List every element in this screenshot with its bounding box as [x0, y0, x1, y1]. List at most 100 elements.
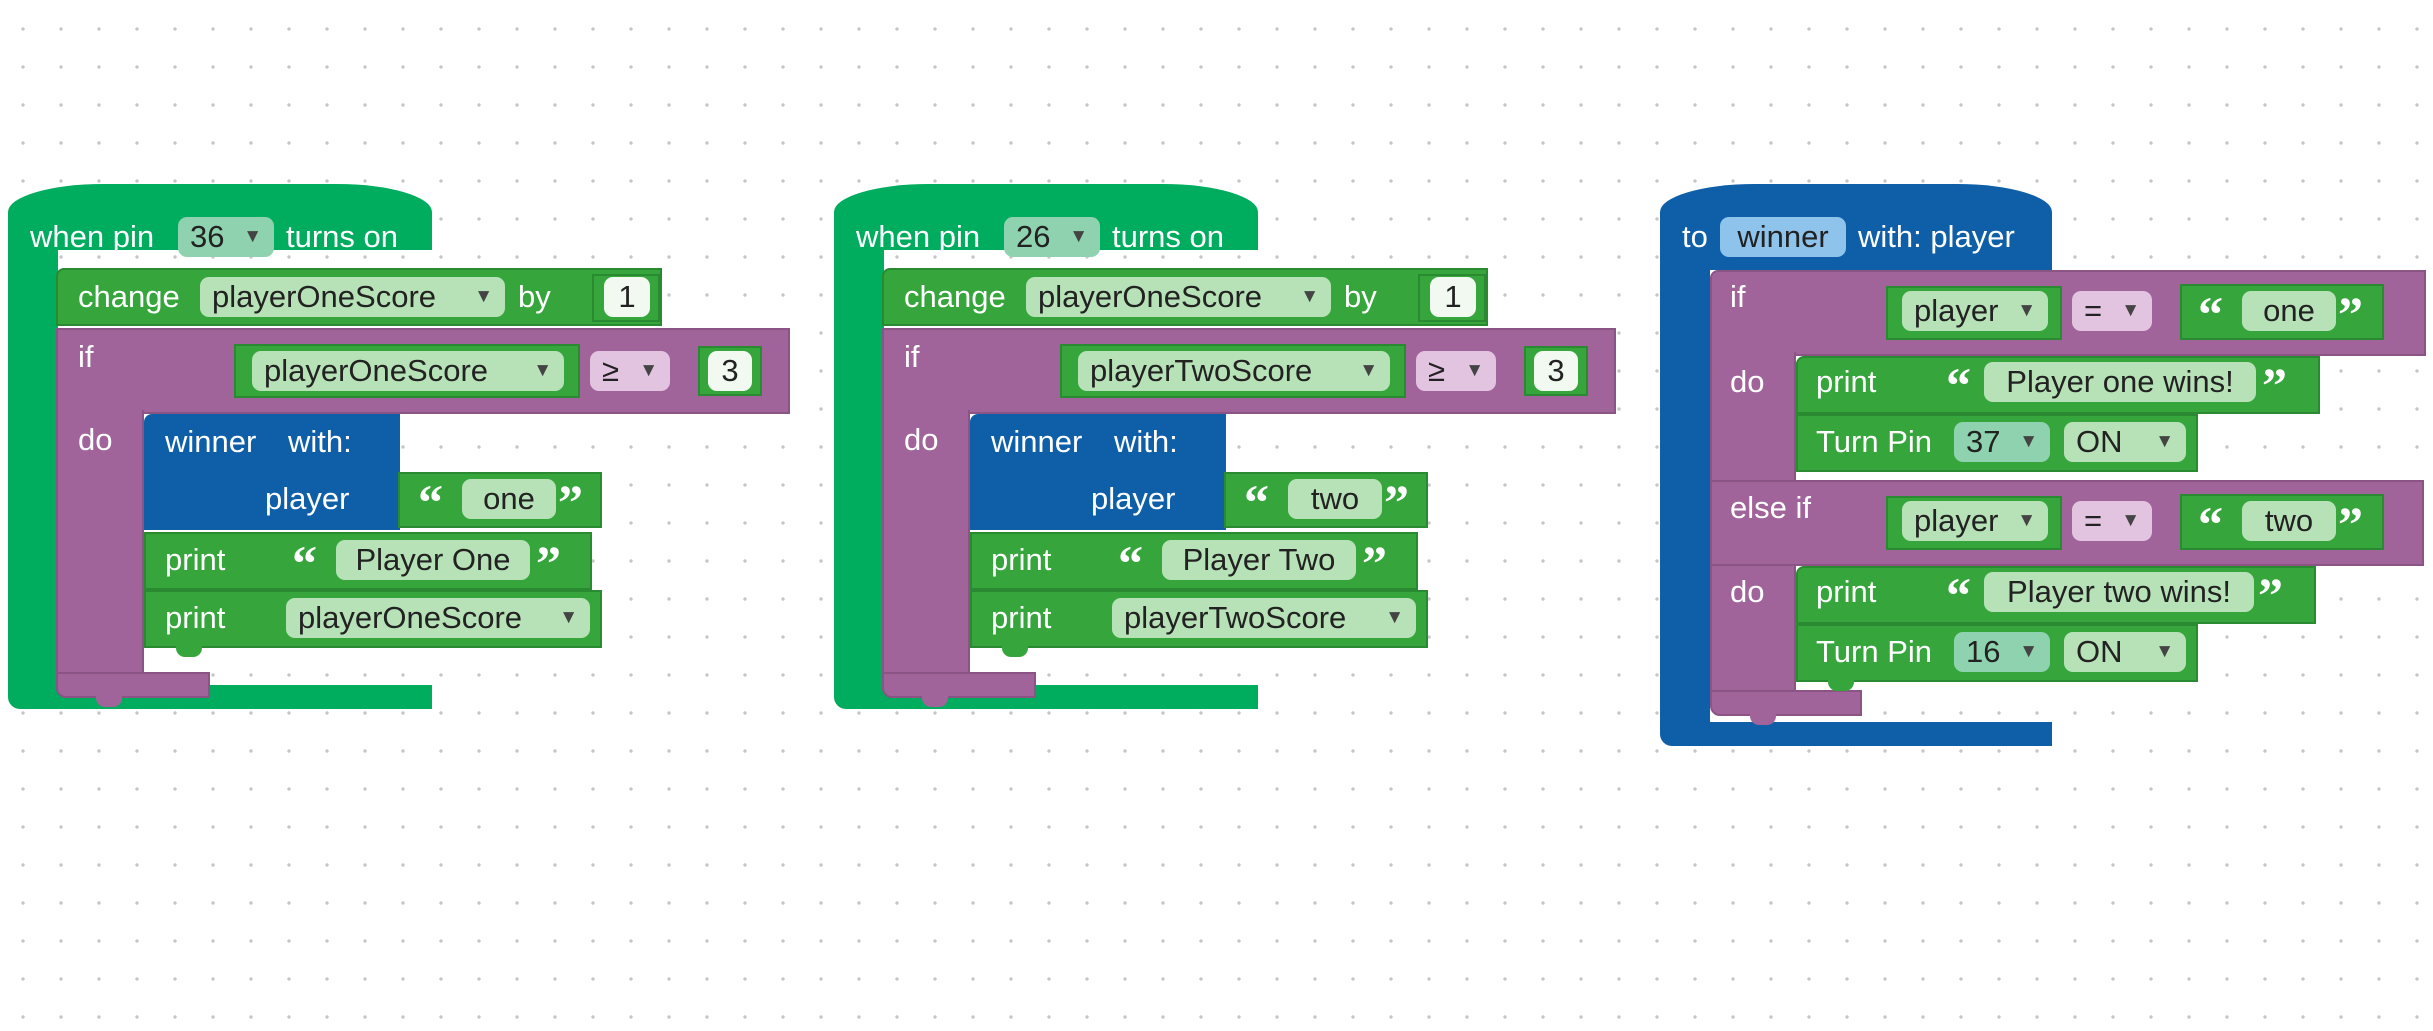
pin-dropdown[interactable]: 16 ▼: [1954, 632, 2050, 672]
else-if-variable-dropdown[interactable]: player▼: [1902, 501, 2048, 541]
if-label: if: [904, 339, 920, 374]
variable-name: playerTwoScore: [1124, 600, 1347, 635]
pin-dropdown[interactable]: 26 ▼: [1004, 217, 1100, 257]
pin-state-dropdown[interactable]: ON▼: [2064, 632, 2186, 672]
if-block-body: [56, 410, 144, 676]
pin-dropdown[interactable]: 36 ▼: [178, 217, 274, 257]
pin-state-value: ON: [2076, 634, 2123, 669]
text-value[interactable]: Player one wins!: [1984, 362, 2256, 402]
dropdown-caret-icon: ▼: [2019, 641, 2038, 662]
quote-open-icon: “: [1118, 535, 1143, 592]
procedure-definition-footer: [1660, 722, 2052, 746]
dropdown-caret-icon: ▼: [1069, 226, 1088, 247]
if-label: if: [78, 339, 94, 374]
pin-state-value: ON: [2076, 424, 2123, 459]
quote-close-icon: ”: [2262, 357, 2287, 414]
procedure-params-label: with: player: [1858, 219, 2015, 254]
block-connector-notch: [1750, 714, 1776, 725]
quote-close-icon: ”: [1384, 474, 1409, 531]
dropdown-caret-icon: ▼: [2017, 300, 2036, 321]
call-param-label: player: [265, 481, 350, 516]
dropdown-caret-icon: ▼: [2017, 510, 2036, 531]
when-pin-event-body: [834, 249, 884, 687]
dropdown-caret-icon: ▼: [2121, 510, 2140, 531]
to-label: to: [1682, 219, 1708, 254]
compare-variable-dropdown[interactable]: playerOneScore▼: [252, 351, 564, 391]
dropdown-caret-icon: ▼: [243, 226, 262, 247]
call-with-label: with:: [288, 424, 352, 459]
text-value[interactable]: Player One: [336, 540, 530, 580]
variable-name: playerTwoScore: [1090, 353, 1313, 388]
compare-operator-dropdown[interactable]: ≥▼: [1416, 351, 1496, 391]
operator-symbol: =: [2084, 293, 2103, 328]
by-label: by: [1344, 279, 1377, 314]
text-value[interactable]: Player Two: [1162, 540, 1356, 580]
quote-close-icon: ”: [2258, 567, 2283, 624]
compare-variable-dropdown[interactable]: playerTwoScore▼: [1078, 351, 1390, 391]
dropdown-caret-icon: ▼: [474, 286, 493, 307]
dropdown-caret-icon: ▼: [2019, 431, 2038, 452]
else-if-operator-dropdown[interactable]: =▼: [2072, 501, 2152, 541]
change-label: change: [904, 279, 1006, 314]
quote-open-icon: “: [2198, 496, 2223, 553]
event-prefix-label: when pin: [856, 219, 981, 254]
text-value[interactable]: one: [462, 479, 556, 519]
pin-value: 36: [190, 219, 225, 254]
when-pin-event-body: [8, 249, 58, 687]
if-block-footer: [882, 672, 1036, 698]
if-variable-dropdown[interactable]: player ▼: [1902, 291, 2048, 331]
quote-open-icon: “: [1946, 567, 1971, 624]
compare-operator-dropdown[interactable]: ≥▼: [590, 351, 670, 391]
variable-name: playerOneScore: [1038, 279, 1263, 314]
operator-symbol: ≥: [602, 353, 620, 388]
print-label: print: [991, 542, 1052, 577]
call-with-label: with:: [1114, 424, 1178, 459]
if-operator-dropdown[interactable]: =▼: [2072, 291, 2152, 331]
text-value[interactable]: one: [2242, 291, 2336, 331]
number-value[interactable]: 3: [708, 351, 752, 391]
dropdown-caret-icon: ▼: [639, 360, 658, 381]
block-connector-notch: [922, 696, 948, 707]
number-value[interactable]: 3: [1534, 351, 1578, 391]
variable-name: playerOneScore: [264, 353, 489, 388]
quote-close-icon: ”: [2338, 286, 2363, 343]
if-else-if-footer: [1710, 690, 1862, 716]
block-connector-notch: [176, 646, 202, 657]
text-value[interactable]: two: [2242, 501, 2336, 541]
event-prefix-label: when pin: [30, 219, 155, 254]
else-if-label: else if: [1730, 490, 1811, 525]
quote-open-icon: “: [1244, 474, 1269, 531]
do-label: do: [78, 422, 113, 457]
text-value[interactable]: two: [1288, 479, 1382, 519]
number-value[interactable]: 1: [1430, 277, 1476, 317]
block-connector-notch: [96, 696, 122, 707]
print-label: print: [991, 600, 1052, 635]
variable-name: player: [1914, 293, 1999, 328]
pin-value: 26: [1016, 219, 1051, 254]
operator-symbol: ≥: [1428, 353, 1446, 388]
change-variable-dropdown[interactable]: playerOneScore▼: [1026, 277, 1331, 317]
print-label: print: [1816, 574, 1877, 609]
quote-close-icon: ”: [558, 474, 583, 531]
event-suffix-label: turns on: [1112, 219, 1225, 254]
block-connector-notch: [1828, 680, 1854, 691]
pin-state-dropdown[interactable]: ON▼: [2064, 422, 2186, 462]
do-label: do: [1730, 364, 1765, 399]
change-variable-dropdown[interactable]: playerOneScore ▼: [200, 277, 505, 317]
procedure-name-field[interactable]: winner: [1720, 217, 1846, 257]
call-winner-block[interactable]: [144, 414, 400, 530]
quote-close-icon: ”: [1362, 535, 1387, 592]
print-variable-dropdown[interactable]: playerOneScore▼: [286, 598, 590, 638]
print-variable-dropdown[interactable]: playerTwoScore▼: [1112, 598, 1416, 638]
number-value[interactable]: 1: [604, 277, 650, 317]
pin-value: 16: [1966, 634, 2001, 669]
pin-value: 37: [1966, 424, 2001, 459]
call-winner-block[interactable]: [970, 414, 1226, 530]
variable-name: playerOneScore: [212, 279, 437, 314]
pin-dropdown[interactable]: 37 ▼: [1954, 422, 2050, 462]
change-label: change: [78, 279, 180, 314]
call-procedure-name: winner: [165, 424, 257, 459]
turn-pin-label: Turn Pin: [1816, 634, 1933, 669]
text-value[interactable]: Player two wins!: [1984, 572, 2254, 612]
